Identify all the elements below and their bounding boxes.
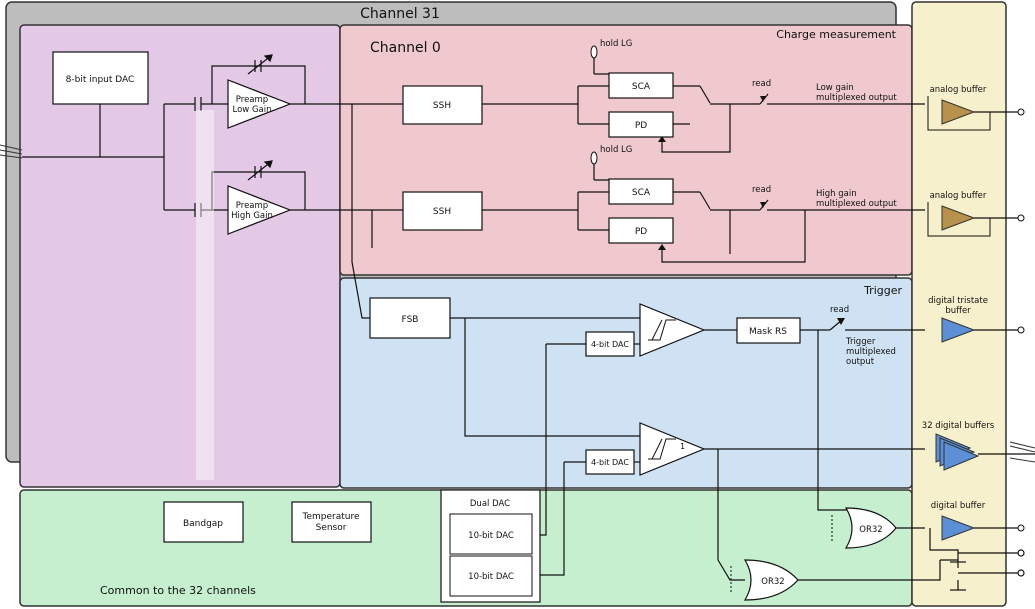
analog-buffer-hg <box>927 202 1025 237</box>
channel31-title: Channel 31 <box>360 6 440 22</box>
input-dac-block <box>52 51 149 105</box>
dual-dac-label: Dual DAC <box>470 499 510 509</box>
pd-high-gain <box>608 217 674 244</box>
temp-label-2: Sensor <box>316 523 347 533</box>
common-title: Common to the 32 channels <box>100 584 256 597</box>
input-dac-label: 8-bit input DAC <box>66 75 135 85</box>
or32-gate-b <box>730 559 799 601</box>
feedback-capacitor-lg <box>247 54 273 75</box>
preamp-hg-label-2: High Gain <box>231 211 273 221</box>
fsb-block <box>369 297 451 339</box>
pd-hg-label: PD <box>635 227 647 237</box>
dac4-block-2 <box>585 449 635 475</box>
ssh-lg-label: SSH <box>433 101 451 111</box>
ssh-high-gain <box>402 191 483 231</box>
dac10-label-1: 10-bit DAC <box>468 531 514 541</box>
pd-lg-label: PD <box>635 121 647 131</box>
or-output-switches <box>950 549 1025 591</box>
digital-buffers-32 <box>935 433 1035 471</box>
dac10-block-1 <box>449 513 533 555</box>
mask-rs-label: Mask RS <box>749 327 787 337</box>
analog-buffer-label-2: analog buffer <box>930 191 987 201</box>
lg-output-label-2: multiplexed output <box>816 93 897 103</box>
ssh-low-gain <box>402 85 483 125</box>
digital-buffer <box>941 515 1025 541</box>
or32-label-a: OR32 <box>859 525 882 535</box>
trig-output-label-1: Trigger <box>845 337 876 347</box>
read-trig-label: read <box>830 305 849 315</box>
digital-tristate-buffer <box>941 317 1025 343</box>
temp-label-1: Temperature <box>301 512 359 522</box>
preamp-low-gain <box>227 79 292 129</box>
trig-output-label-2: multiplexed <box>846 347 896 357</box>
read-hg-label: read <box>752 185 771 195</box>
digital-buffer-label: digital buffer <box>931 501 986 511</box>
hg-output-label-1: High gain <box>816 189 857 199</box>
temperature-sensor-block <box>291 501 372 543</box>
analog-buffer-lg <box>927 96 1025 131</box>
sca-lg-label: SCA <box>632 82 651 92</box>
digital-tristate-label-2: buffer <box>945 306 971 316</box>
analog-buffer-label-1: analog buffer <box>930 85 987 95</box>
digital32-label: 32 digital buffers <box>922 421 995 431</box>
or32-gate-a <box>831 507 897 549</box>
preamp-hg-label-1: Preamp <box>236 201 268 211</box>
dac4-label-1: 4-bit DAC <box>591 340 629 349</box>
discriminator-2-label: 1 <box>680 442 685 451</box>
hold-lg-switch-1 <box>590 45 598 59</box>
preamp-lg-label-2: Low Gain <box>233 105 272 115</box>
sca-high-gain <box>608 178 674 205</box>
dac4-block-1 <box>585 331 635 357</box>
trig-output-label-3: output <box>846 357 875 367</box>
lg-output-label-1: Low gain <box>816 83 854 93</box>
read-lg-label: read <box>752 79 771 89</box>
bandgap-label: Bandgap <box>183 519 223 529</box>
input-connector <box>0 144 23 159</box>
trigger-arrows <box>837 318 845 325</box>
discriminator-1 <box>639 303 706 357</box>
or32-label-b: OR32 <box>761 577 784 587</box>
discriminator-2 <box>639 422 706 476</box>
sca-low-gain <box>608 72 674 99</box>
preamp-high-gain <box>227 185 292 235</box>
fsb-label: FSB <box>402 315 419 325</box>
feedback-capacitor-hg <box>247 160 273 181</box>
bandgap-block <box>163 501 244 543</box>
channel-stack-shading <box>196 110 214 480</box>
hold-lg-label-2: hold LG <box>600 145 632 155</box>
digital-tristate-label-1: digital tristate <box>928 296 988 306</box>
hold-lg-label-1: hold LG <box>600 39 632 49</box>
pd-low-gain <box>608 111 674 138</box>
dac4-label-2: 4-bit DAC <box>591 458 629 467</box>
dac10-label-2: 10-bit DAC <box>468 572 514 582</box>
hold-lg-switch-2 <box>590 151 598 165</box>
charge-measurement-title: Charge measurement <box>776 28 896 41</box>
ssh-hg-label: SSH <box>433 207 451 217</box>
dac10-block-2 <box>449 555 533 597</box>
hg-output-label-2: multiplexed output <box>816 199 897 209</box>
channel0-title: Channel 0 <box>370 40 441 56</box>
sca-hg-label: SCA <box>632 188 651 198</box>
preamp-lg-label-1: Preamp <box>236 95 268 105</box>
trigger-title: Trigger <box>863 284 902 297</box>
mask-rs-block <box>736 317 801 344</box>
